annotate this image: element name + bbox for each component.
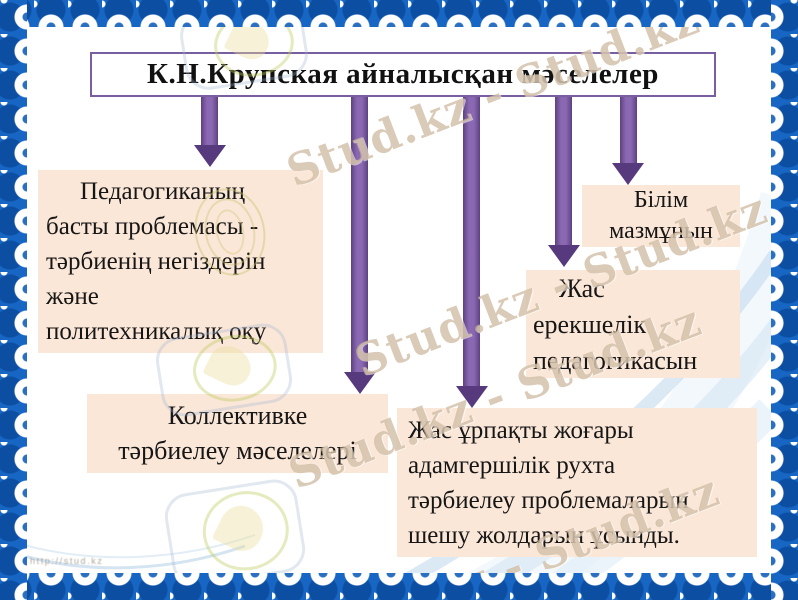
- box-text-line: Коллективке: [167, 401, 308, 430]
- box-text-line: адамгершілік рухта: [408, 452, 616, 479]
- box-text-line: Жас ұрпақты жоғары: [408, 417, 634, 444]
- box-text-line: политехникалық оқу: [46, 318, 267, 345]
- footer-url: http://stud.kz: [30, 556, 104, 566]
- box-text-line: педагогикасын: [533, 346, 698, 375]
- down-arrow-3-icon: [456, 386, 488, 408]
- ornamental-border-left: [0, 0, 27, 600]
- down-arrow-1-bar: [201, 97, 218, 145]
- box-text-line: мазмұнын: [609, 218, 713, 244]
- ornamental-border-right: [771, 0, 798, 600]
- ornamental-border-top: [0, 0, 798, 27]
- page-title: К.Н.Крупская айналысқан мәселелер: [147, 58, 659, 90]
- box-text-line: және: [46, 283, 99, 310]
- down-arrow-5-bar: [620, 97, 637, 163]
- down-arrow-3-bar: [463, 97, 480, 386]
- topic-box-main-problem: Педагогиканың басты проблемасы - тәрбиен…: [38, 170, 323, 353]
- down-arrow-4-bar: [555, 97, 572, 245]
- box-text-line: тәрбиелеу мәселелері: [118, 436, 357, 465]
- down-arrow-4-icon: [548, 245, 580, 267]
- box-text-line: тәрбиенің негіздерін: [46, 248, 266, 275]
- topic-box-collective-education: Коллективке тәрбиелеу мәселелері: [87, 394, 388, 473]
- title-box: К.Н.Крупская айналысқан мәселелер: [90, 52, 716, 97]
- ornamental-border-bottom: [0, 573, 798, 600]
- box-text-line: шешу жолдарын ұсынды.: [408, 522, 680, 549]
- down-arrow-5-icon: [612, 163, 644, 185]
- topic-box-age-pedagogy: Жас ерекшелік педагогикасын: [526, 270, 740, 378]
- box-text-line: Білім: [633, 187, 689, 213]
- down-arrow-2-bar: [351, 97, 368, 372]
- box-text-line: тәрбиелеу проблемаларын: [408, 487, 689, 514]
- topic-box-young-generation: Жас ұрпақты жоғары адамгершілік рухта тә…: [397, 408, 757, 557]
- box-text-line: Педагогиканың: [80, 178, 245, 205]
- box-text-line: Жас: [559, 274, 605, 303]
- down-arrow-1-icon: [194, 145, 226, 167]
- topic-box-education-content: Білім мазмұнын: [582, 185, 740, 247]
- box-text-line: ерекшелік: [533, 310, 647, 339]
- box-text-line: басты проблемасы -: [46, 213, 259, 240]
- down-arrow-2-icon: [344, 372, 376, 394]
